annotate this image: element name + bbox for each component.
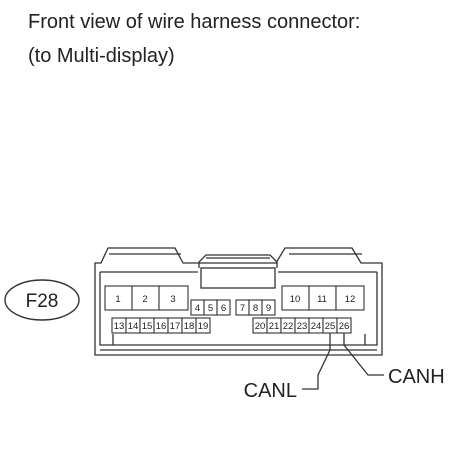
pin-cavity bbox=[261, 299, 276, 316]
pin-cavity bbox=[335, 285, 365, 311]
connector-id: F28 bbox=[26, 291, 59, 312]
pin-label: 15 bbox=[142, 321, 153, 332]
canl-label: CANL bbox=[244, 380, 297, 402]
pin-label: 21 bbox=[269, 321, 280, 332]
connector-outline bbox=[94, 247, 383, 356]
canh-label: CANH bbox=[388, 366, 445, 388]
pin-label: 7 bbox=[240, 303, 245, 314]
pin-label: 12 bbox=[345, 294, 356, 305]
pin-cavity bbox=[281, 285, 310, 311]
pin-label: 2 bbox=[142, 294, 147, 305]
pin-label: 1 bbox=[115, 294, 120, 305]
pin-cavity bbox=[195, 317, 211, 334]
pin-label: 17 bbox=[170, 321, 181, 332]
pin-label: 3 bbox=[170, 294, 175, 305]
diagram-title: Front view of wire harness connector: bbox=[28, 11, 361, 33]
pin-label: 23 bbox=[297, 321, 308, 332]
pin-label: 22 bbox=[283, 321, 294, 332]
pin-label: 19 bbox=[198, 321, 209, 332]
pin-cavity bbox=[216, 299, 231, 316]
pin-cavity bbox=[308, 285, 337, 311]
pin-label: 10 bbox=[290, 294, 301, 305]
pin-label: 9 bbox=[266, 303, 271, 314]
pin-label: 4 bbox=[195, 303, 200, 314]
diagram-subtitle: (to Multi-display) bbox=[28, 45, 175, 67]
pin-label: 26 bbox=[339, 321, 350, 332]
pin-label: 16 bbox=[156, 321, 167, 332]
canh-leader-line bbox=[343, 333, 384, 376]
pin-label: 20 bbox=[255, 321, 266, 332]
pin-label: 11 bbox=[317, 294, 327, 305]
canl-leader-line bbox=[302, 333, 331, 390]
pin-label: 18 bbox=[184, 321, 195, 332]
pin-cavity bbox=[158, 285, 189, 311]
pin-label: 25 bbox=[325, 321, 336, 332]
pin-label: 6 bbox=[221, 303, 226, 314]
connector-inner-frame bbox=[99, 272, 378, 346]
pin-label: 5 bbox=[208, 303, 213, 314]
pin-label: 8 bbox=[253, 303, 258, 314]
pin-cavity bbox=[131, 285, 160, 311]
pin-label: 24 bbox=[311, 321, 322, 332]
pin-label: 13 bbox=[114, 321, 125, 332]
connector-id-oval bbox=[4, 279, 80, 321]
pin-label: 14 bbox=[128, 321, 139, 332]
connector-latch bbox=[198, 254, 278, 268]
